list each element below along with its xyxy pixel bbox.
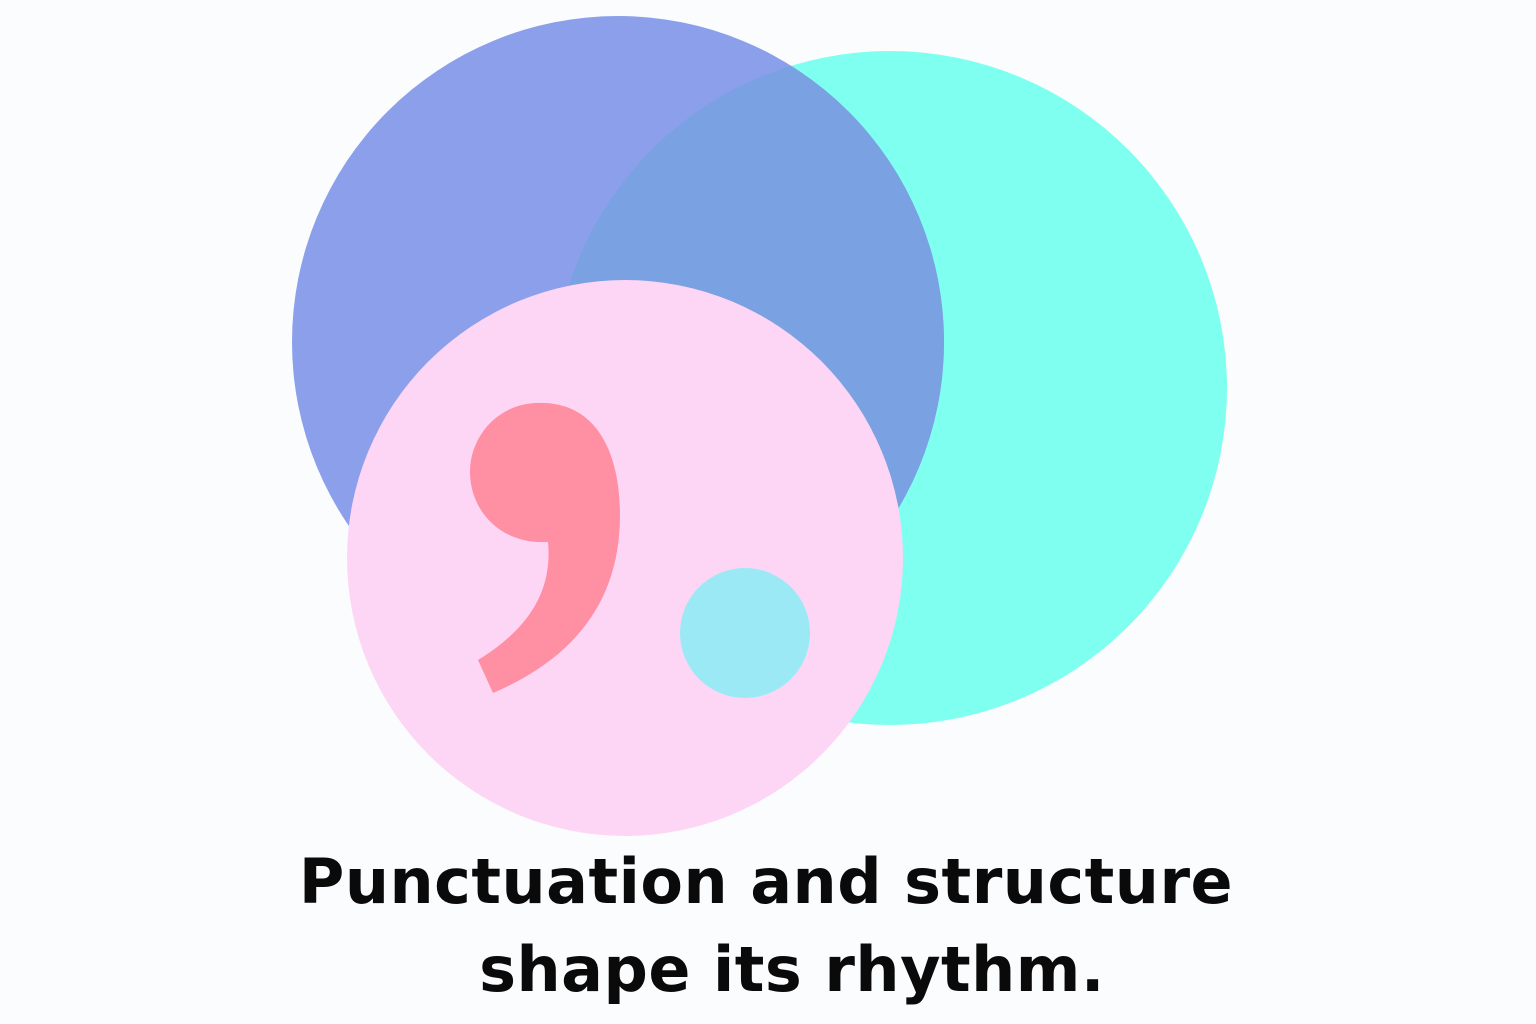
caption-line-2: shape its rhythm.	[479, 933, 1105, 1006]
caption: Punctuation and structure shape its rhyt…	[0, 838, 1536, 1014]
period-dot-icon	[680, 568, 810, 698]
pink-circle	[347, 280, 903, 836]
comma-icon	[470, 402, 620, 693]
caption-line-1: Punctuation and structure	[298, 845, 1234, 918]
